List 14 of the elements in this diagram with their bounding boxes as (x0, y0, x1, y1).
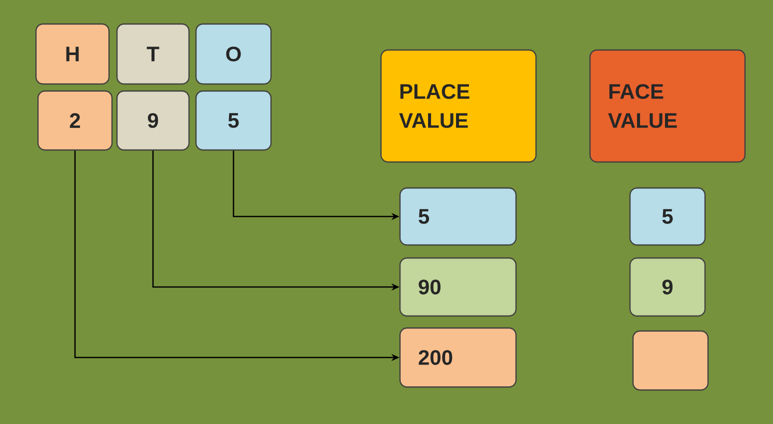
digit-box: 2 (37, 90, 113, 151)
column-header: O (195, 23, 272, 85)
digit-box: 9 (116, 90, 190, 151)
column-header: H (35, 23, 110, 85)
heading-box: FACE VALUE (589, 49, 746, 163)
column-header: T (116, 23, 190, 85)
value-box: 200 (399, 327, 517, 388)
value-box: 90 (399, 257, 517, 317)
value-box: 5 (629, 187, 706, 246)
heading-box: PLACE VALUE (380, 49, 537, 163)
value-box: 5 (399, 187, 517, 246)
value-box: 9 (629, 257, 706, 317)
digit-box: 5 (195, 90, 272, 151)
value-box (632, 330, 709, 391)
